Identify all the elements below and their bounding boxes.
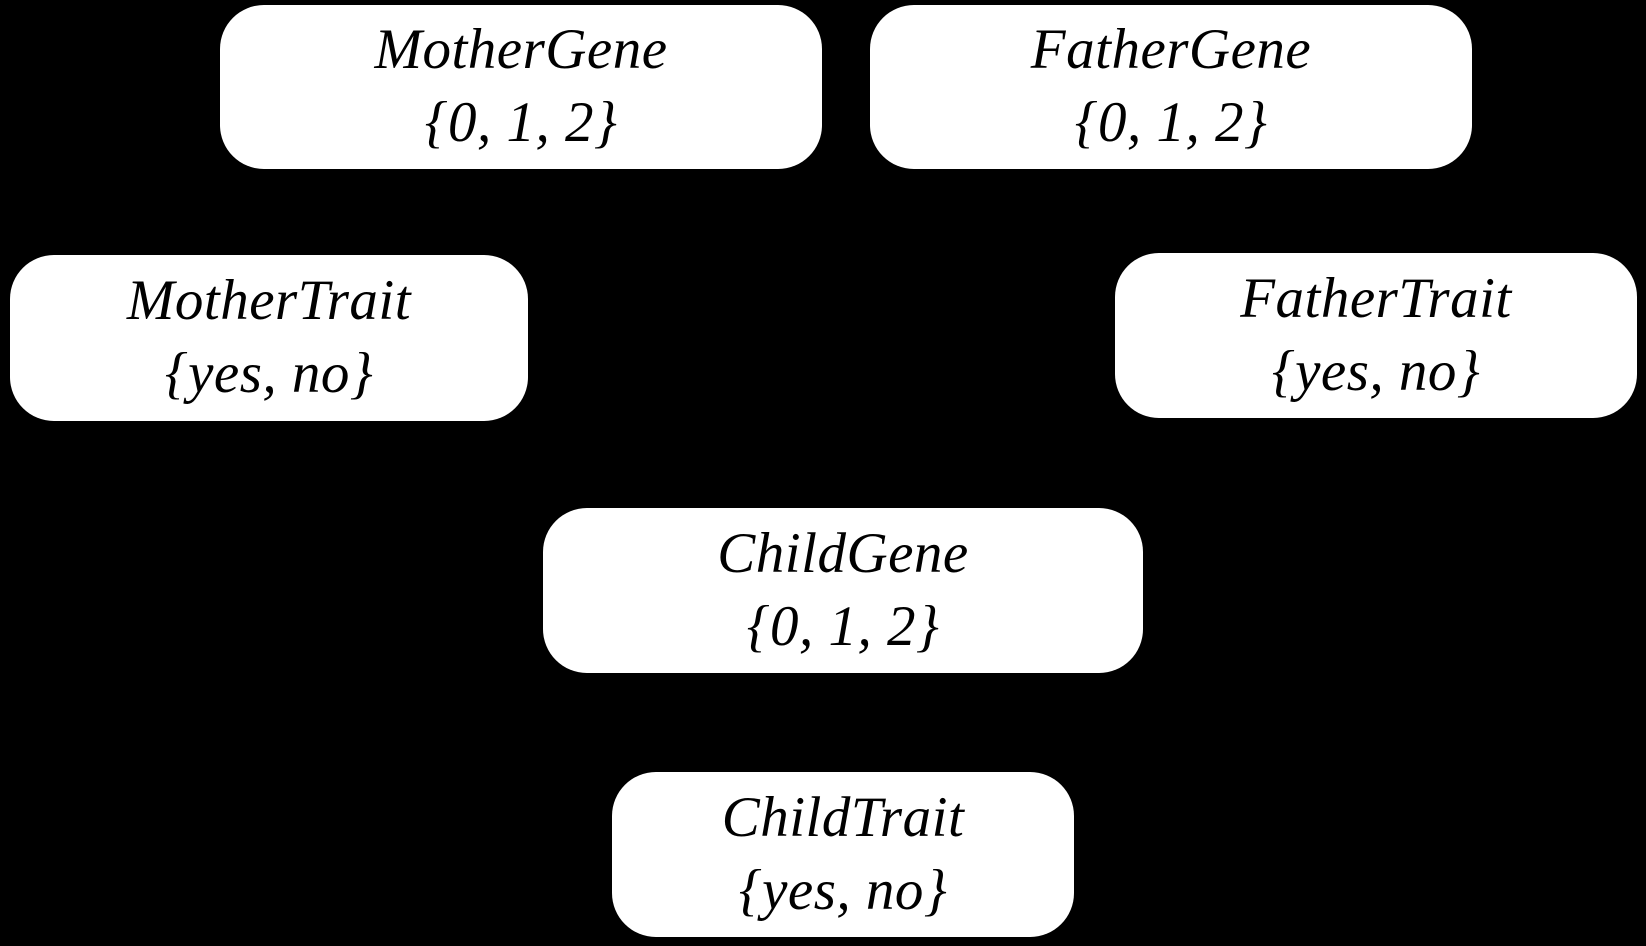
node-child-gene[interactable]: ChildGene {0, 1, 2} — [543, 508, 1143, 673]
node-domain: {yes, no} — [164, 342, 374, 405]
node-child-trait[interactable]: ChildTrait {yes, no} — [612, 772, 1074, 937]
node-domain: {0, 1, 2} — [746, 594, 940, 658]
node-title: MotherGene — [374, 18, 668, 82]
node-mother-gene[interactable]: MotherGene {0, 1, 2} — [220, 5, 822, 169]
node-title: FatherGene — [1030, 18, 1312, 82]
node-title: MotherTrait — [126, 269, 412, 333]
node-domain: {yes, no} — [738, 858, 948, 922]
node-mother-trait[interactable]: MotherTrait {yes, no} — [10, 255, 528, 421]
node-domain: {0, 1, 2} — [424, 91, 618, 154]
node-father-gene[interactable]: FatherGene {0, 1, 2} — [870, 5, 1472, 169]
node-domain: {yes, no} — [1271, 339, 1481, 403]
node-domain: {0, 1, 2} — [1074, 91, 1268, 154]
node-title: ChildTrait — [721, 785, 965, 849]
node-title: FatherTrait — [1240, 266, 1512, 330]
node-father-trait[interactable]: FatherTrait {yes, no} — [1115, 253, 1637, 418]
node-title: ChildGene — [717, 521, 969, 585]
